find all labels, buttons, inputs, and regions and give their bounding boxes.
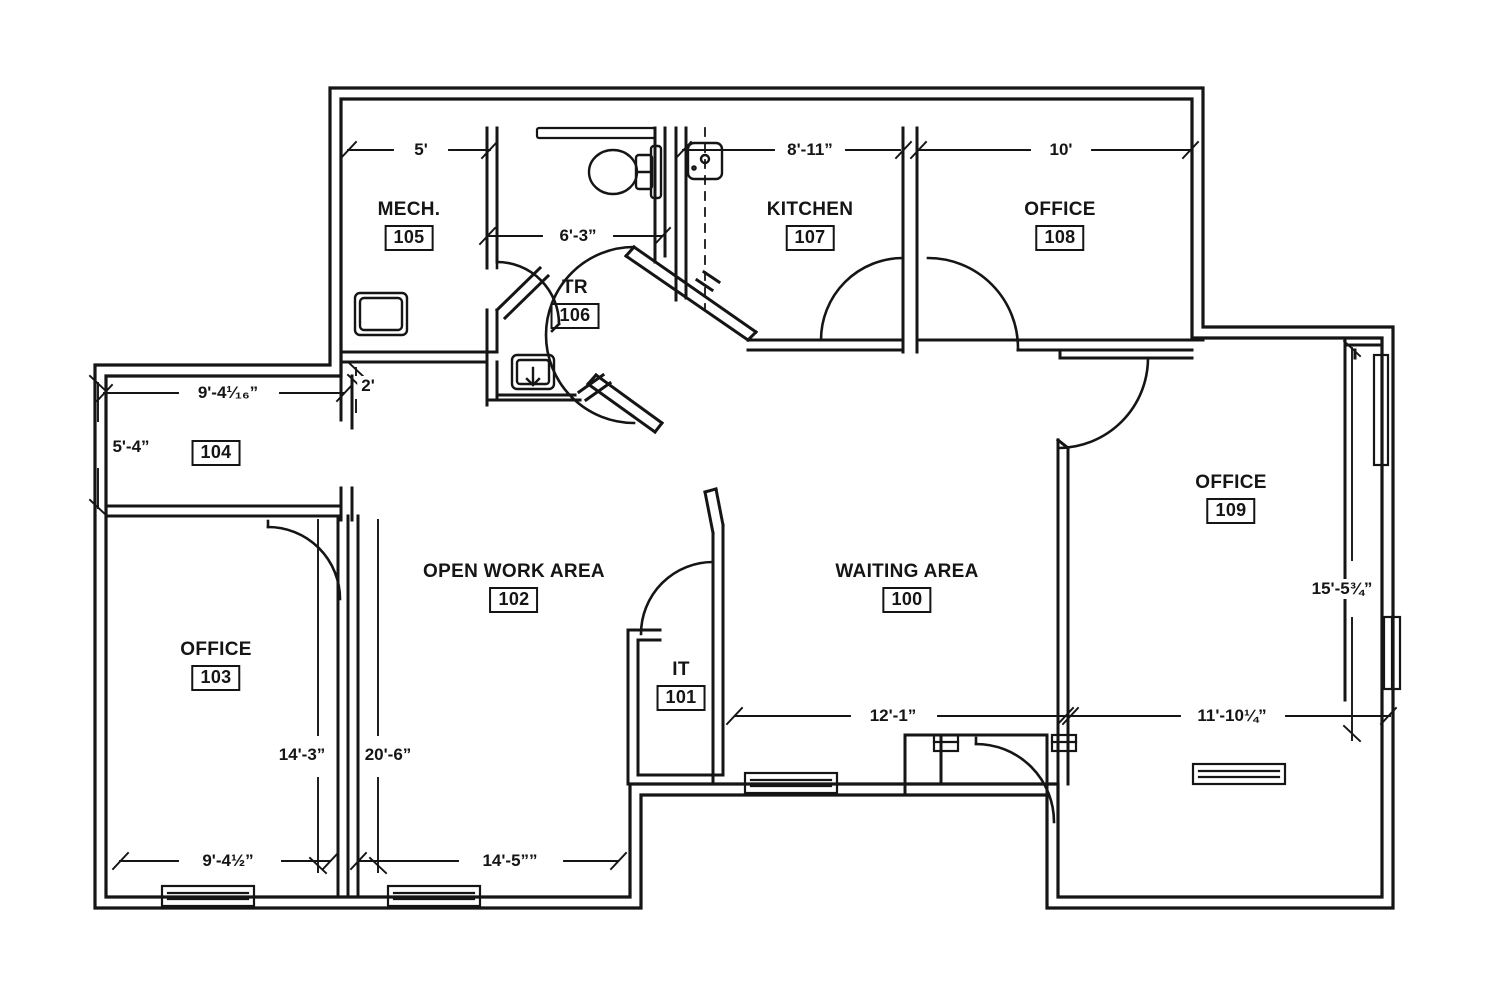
room-name-108: OFFICE: [1024, 199, 1096, 220]
door-swing-office-103: [266, 519, 342, 601]
partition-it-north-stub: [703, 487, 725, 535]
partition-office109-north-jog: [1343, 338, 1384, 702]
dimension-lines: [88, 140, 1398, 875]
room-number-105: 105: [384, 225, 434, 251]
angled-wall-tr-closet: [494, 265, 551, 321]
room-label-103: OFFICE 103: [180, 640, 251, 691]
room-number-108: 108: [1035, 225, 1085, 251]
room-number-109: 109: [1206, 498, 1256, 524]
partition-mech-south: [339, 350, 499, 364]
room-label-106: TR 106: [550, 277, 600, 329]
mop-sink-fixture: [510, 353, 556, 391]
window-waiting-small: [932, 733, 960, 753]
partition-kitchen-south: [746, 338, 919, 354]
dimension-room104-height: 5'-4”: [108, 437, 154, 457]
dimension-office108-width: 10': [1045, 140, 1077, 160]
room-name-103: OFFICE: [180, 639, 252, 660]
angled-wall-open-work-2: [576, 372, 613, 403]
window-waiting-small-2: [1050, 733, 1078, 753]
room-name-102: OPEN WORK AREA: [423, 561, 605, 582]
window-open-work-area: [386, 884, 482, 908]
room-name-109: OFFICE: [1195, 472, 1267, 493]
kitchen-sink-fixture: [686, 127, 724, 309]
window-office-103: [160, 884, 256, 908]
room-label-105: MECH. 105: [378, 200, 441, 251]
room-name-101: IT: [672, 659, 690, 680]
room-label-102: OPEN WORK AREA 102: [423, 562, 605, 613]
dimension-mech-width: 5': [410, 140, 432, 160]
toilet-fixture: [587, 144, 663, 200]
dimension-office103-width: 9'-4½”: [198, 851, 258, 871]
partition-waiting-bottom-step: [903, 733, 1049, 797]
dimension-office109-depth: 15'-5¾”: [1307, 579, 1377, 599]
partition-office108-south: [915, 338, 1205, 360]
dimension-tr-width: 6'-3”: [555, 226, 601, 246]
partition-104-south: [104, 504, 343, 518]
angled-wall-tr-corridor: [623, 244, 759, 343]
counter-fixture: [535, 126, 657, 140]
window-office-109: [1191, 762, 1287, 786]
window-waiting-area: [743, 771, 839, 795]
door-swing-kitchen: [819, 256, 905, 342]
dimension-open-depth: 20'-6”: [360, 745, 416, 765]
room-label-107: KITCHEN 107: [767, 200, 854, 251]
room-label-108: OFFICE 108: [1024, 200, 1095, 251]
door-swing-entry: [974, 736, 1056, 824]
dimension-jog-2ft: 2': [357, 376, 379, 396]
room-number-104: 104: [191, 440, 241, 466]
room-number-106: 106: [550, 303, 600, 329]
partition-it-room: [626, 523, 725, 786]
partition-kitchen-office108: [901, 126, 919, 347]
dimension-office109-width: 11'-10¼”: [1193, 706, 1271, 726]
room-label-100: WAITING AREA 100: [835, 562, 978, 613]
window-office-109-east-lower: [1382, 615, 1402, 691]
partition-104-east: [339, 374, 354, 522]
angled-wall-tr-short: [694, 269, 722, 293]
dimension-kitchen-width: 8'-11”: [783, 140, 837, 160]
room-number-102: 102: [489, 587, 539, 613]
dimension-open-width: 14'-5””: [478, 851, 542, 871]
partition-office103-east: [336, 514, 360, 899]
door-swing-office-108: [926, 256, 1020, 350]
door-swing-office-109: [1056, 356, 1150, 450]
room-label-109: OFFICE 109: [1195, 473, 1266, 524]
room-label-101: IT 101: [656, 659, 706, 711]
room-number-100: 100: [882, 587, 932, 613]
window-office-109-east-upper: [1372, 353, 1390, 467]
dimension-office103-depth: 14'-3”: [274, 745, 330, 765]
room-number-101: 101: [656, 685, 706, 711]
room-label-104: 104: [191, 440, 241, 466]
room-name-105: MECH.: [377, 199, 441, 220]
dimension-room104-width: 9'-4¹⁄₁₆”: [193, 383, 263, 403]
water-heater-fixture: [353, 291, 409, 337]
door-swing-tr: [544, 245, 636, 425]
dimension-waiting-width: 12'-1”: [865, 706, 921, 726]
partition-mech-right: [485, 126, 499, 354]
door-swing-it: [639, 560, 715, 636]
room-name-107: KITCHEN: [766, 199, 854, 220]
room-name-106: TR: [562, 277, 588, 298]
room-name-100: WAITING AREA: [835, 561, 979, 582]
room-number-103: 103: [191, 665, 241, 691]
room-number-107: 107: [785, 225, 835, 251]
partition-tr-sink-wall: [485, 350, 582, 402]
shell-stub-top-left: [328, 86, 343, 378]
